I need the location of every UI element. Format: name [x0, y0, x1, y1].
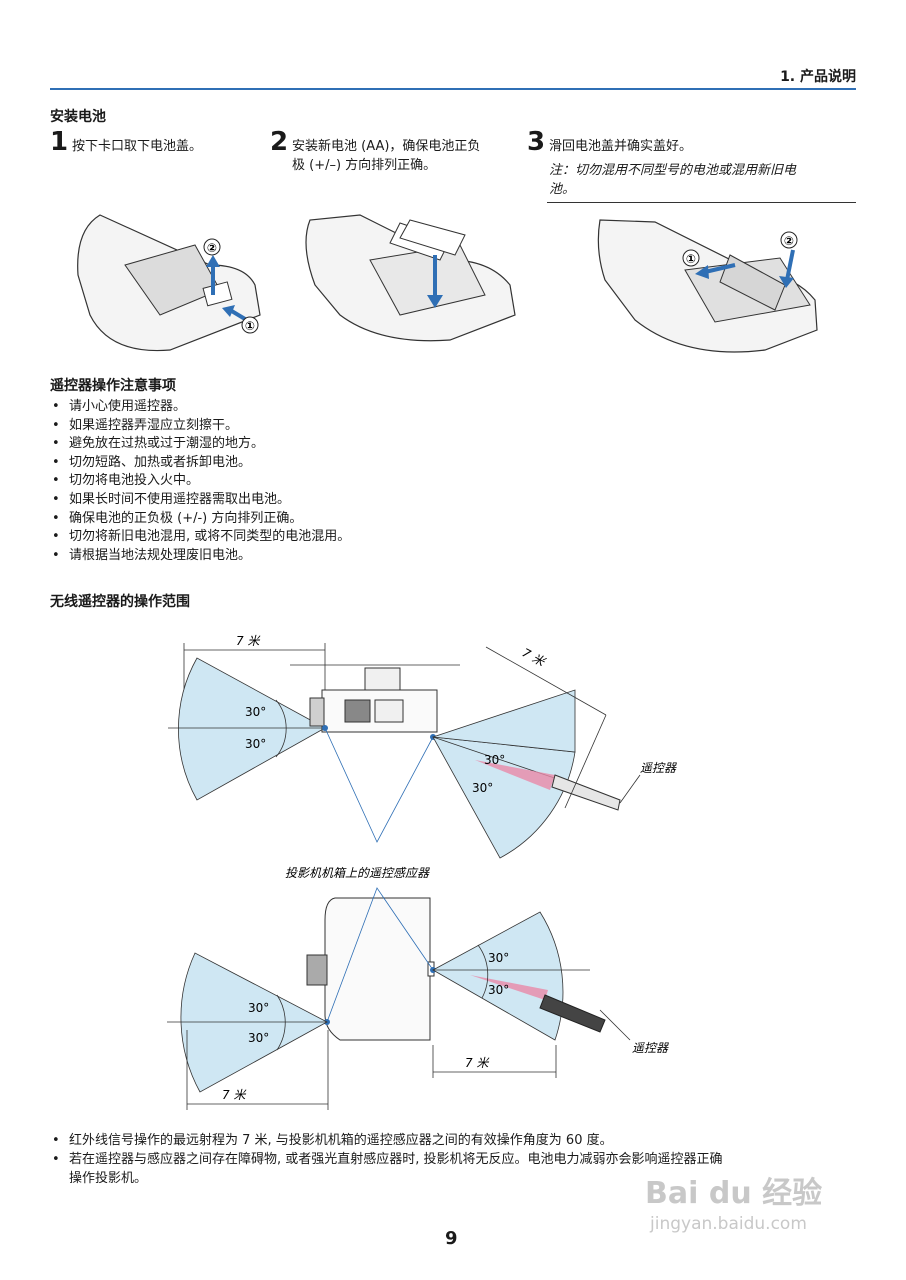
list-item: 切勿将新旧电池混用, 或将不同类型的电池混用。	[50, 528, 850, 547]
sensor-caption: 投影机机箱上的遥控感应器	[285, 866, 430, 880]
step-1-number: 1	[50, 127, 69, 157]
list-item: 红外线信号操作的最远射程为 7 米, 与投影机机箱的遥控感应器之间的有效操作角度…	[50, 1131, 860, 1150]
list-item: 避免放在过热或过于潮湿的地方。	[50, 435, 850, 454]
angle-label: 30°	[488, 983, 509, 997]
angle-label: 30°	[245, 737, 266, 751]
step-2-text-line1: 安装新电池 (AA)，确保电池正负	[292, 139, 481, 154]
step-3-text: 滑回电池盖并确实盖好。	[549, 139, 693, 154]
precautions-title: 遥控器操作注意事项	[50, 378, 176, 394]
angle-label: 30°	[245, 705, 266, 719]
remote-label-top: 遥控器	[640, 761, 677, 775]
range-title: 无线遥控器的操作范围	[50, 594, 190, 610]
note-underline	[547, 202, 856, 203]
angle-label: 30°	[484, 753, 505, 767]
remote-label-bottom: 遥控器	[632, 1041, 669, 1055]
step-1-text: 按下卡口取下电池盖。	[72, 139, 203, 154]
step-3-number: 3	[527, 127, 546, 157]
angle-label: 30°	[472, 781, 493, 795]
angle-label: 30°	[248, 1031, 269, 1045]
step-2-text-line2: 极 (+/–) 方向排列正确。	[292, 158, 437, 173]
watermark-logo: Bai du 经验	[645, 1176, 823, 1211]
step-3-note-line2: 池。	[549, 182, 576, 197]
list-item: 请小心使用遥控器。	[50, 398, 850, 417]
battery-section-title: 安装电池	[50, 109, 106, 125]
step-3-note-line1: 注：切勿混用不同型号的电池或混用新旧电	[549, 163, 797, 178]
step-2-number: 2	[270, 127, 289, 157]
list-item: 请根据当地法规处理废旧电池。	[50, 547, 850, 566]
angle-label: 30°	[248, 1001, 269, 1015]
range-diagram: 7 米 30° 30° 30° 30° 遥控器 7 米 投影机机箱上的遥控感应器…	[167, 634, 677, 1110]
step-2-illustration	[305, 214, 516, 342]
footer-note-continuation: 操作投影机。	[69, 1171, 148, 1186]
watermark-url: jingyan.baidu.com	[650, 1214, 807, 1234]
callout-1: ①	[245, 319, 255, 333]
angle-label: 30°	[488, 951, 509, 965]
callout-1-step3: ①	[686, 252, 696, 266]
callout-2-step3: ②	[784, 234, 794, 248]
page-number: 9	[445, 1228, 458, 1249]
list-item: 切勿将电池投入火中。	[50, 472, 850, 491]
chapter-title: 1. 产品说明	[780, 69, 856, 85]
distance-label-bottom-right: 7 米	[465, 1056, 490, 1070]
list-item: 如果遥控器弄湿应立刻擦干。	[50, 417, 850, 436]
distance-label-bottom-left: 7 米	[222, 1088, 247, 1102]
list-item: 切勿短路、加热或者拆卸电池。	[50, 454, 850, 473]
footer-notes: 红外线信号操作的最远射程为 7 米, 与投影机机箱的遥控感应器之间的有效操作角度…	[50, 1131, 860, 1169]
list-item: 确保电池的正负极 (+/-) 方向排列正确。	[50, 510, 850, 529]
step-1-illustration: ① ②	[77, 214, 261, 352]
precautions-list: 请小心使用遥控器。 如果遥控器弄湿应立刻擦干。 避免放在过热或过于潮湿的地方。 …	[50, 398, 850, 565]
distance-label-top-right: 7 米	[520, 646, 549, 670]
callout-2: ②	[207, 241, 217, 255]
step-3-illustration: ① ②	[597, 219, 818, 353]
list-item: 如果长时间不使用遥控器需取出电池。	[50, 491, 850, 510]
list-item: 若在遥控器与感应器之间存在障碍物, 或者强光直射感应器时, 投影机将无反应。电池…	[50, 1150, 860, 1169]
header-rule	[50, 88, 856, 90]
distance-label-top-left: 7 米	[236, 634, 261, 648]
